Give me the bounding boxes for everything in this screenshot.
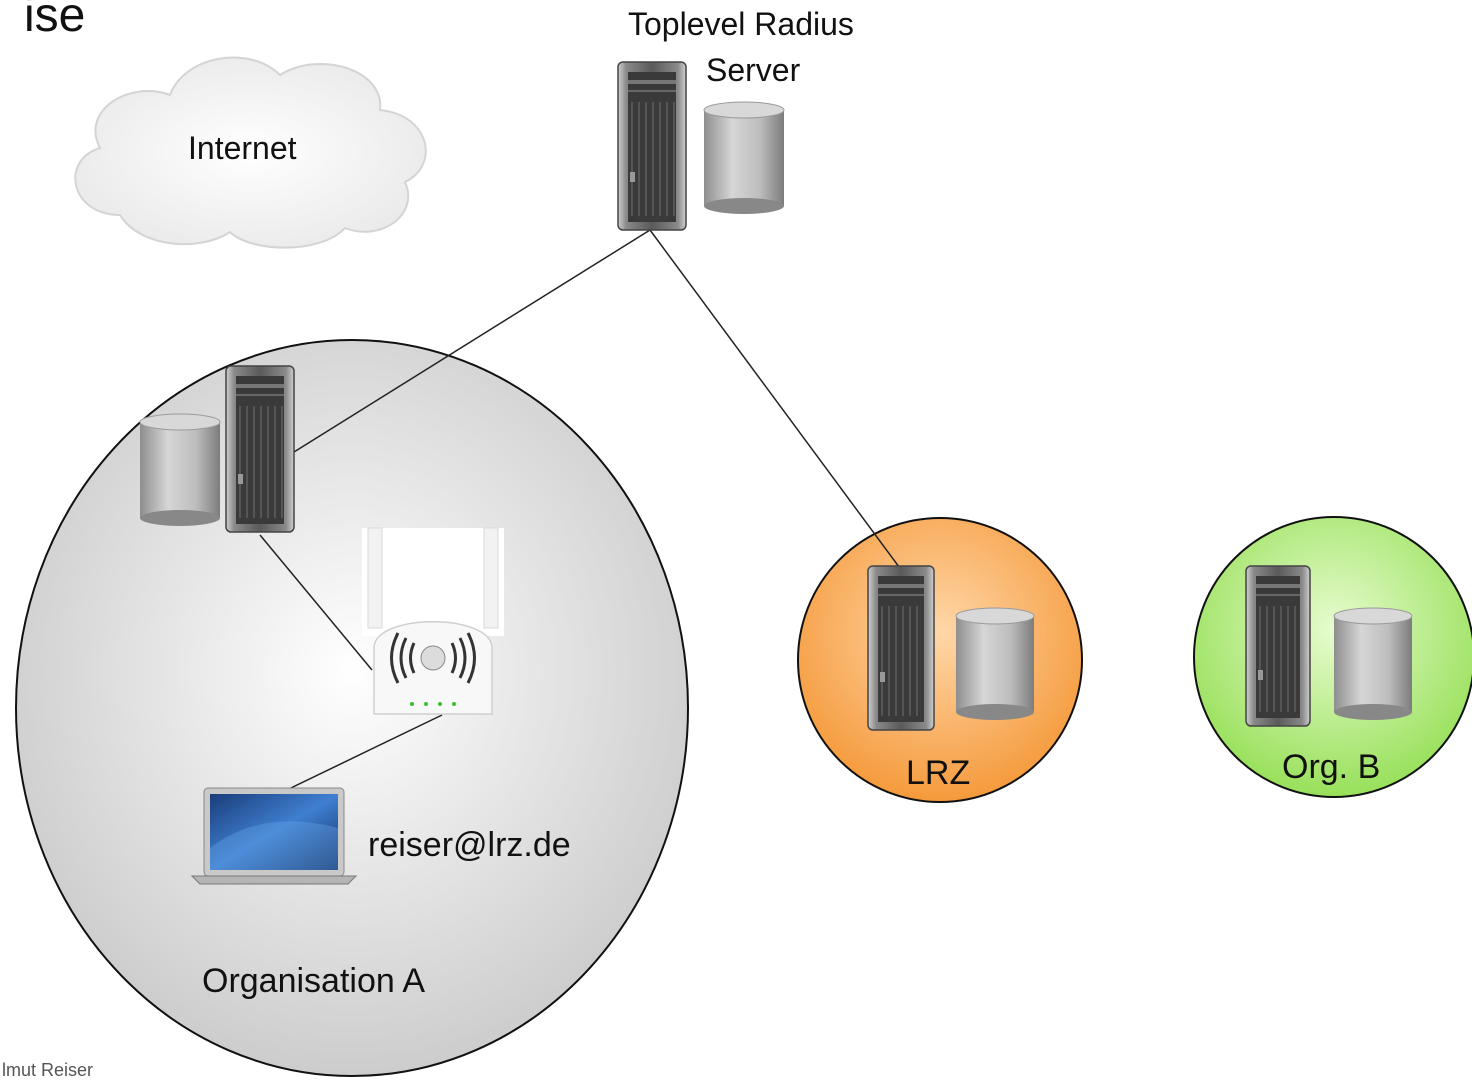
connection-lines <box>259 229 906 801</box>
toplevel-radius-label-line2: Server <box>706 52 801 88</box>
lrz-label: LRZ <box>906 754 971 792</box>
org-b-label: Org. B <box>1282 748 1381 786</box>
link-toplevel-to-lrz <box>649 229 906 576</box>
org-a-radius-server <box>139 365 295 533</box>
lrz-radius-server <box>867 565 1035 731</box>
storage-cylinder-icon <box>703 101 785 214</box>
storage-cylinder-icon <box>139 413 221 526</box>
laptop-icon <box>190 787 358 885</box>
toplevel-radius-server <box>617 61 785 231</box>
link-ap-to-laptop <box>265 714 443 801</box>
internet-label: Internet <box>188 130 297 166</box>
server-tower-icon <box>1245 565 1311 727</box>
server-tower-icon <box>867 565 935 731</box>
cloud-icon <box>74 56 427 249</box>
org-b-radius-server <box>1245 565 1413 727</box>
link-org-a-server-to-ap <box>259 534 373 671</box>
wireless-access-point-icon <box>362 527 504 715</box>
user-identity-label: reiser@lrz.de <box>368 826 571 864</box>
storage-cylinder-icon <box>955 607 1035 720</box>
organisation-a-label: Organisation A <box>202 962 426 1000</box>
server-tower-icon <box>225 365 295 533</box>
slide-title-fragment: ise <box>24 0 86 42</box>
toplevel-radius-label-line1: Toplevel Radius <box>628 6 854 42</box>
server-tower-icon <box>617 61 687 231</box>
footer-author: lmut Reiser <box>2 1060 94 1080</box>
storage-cylinder-icon <box>1333 607 1413 720</box>
link-toplevel-to-org-a-server <box>293 229 651 453</box>
